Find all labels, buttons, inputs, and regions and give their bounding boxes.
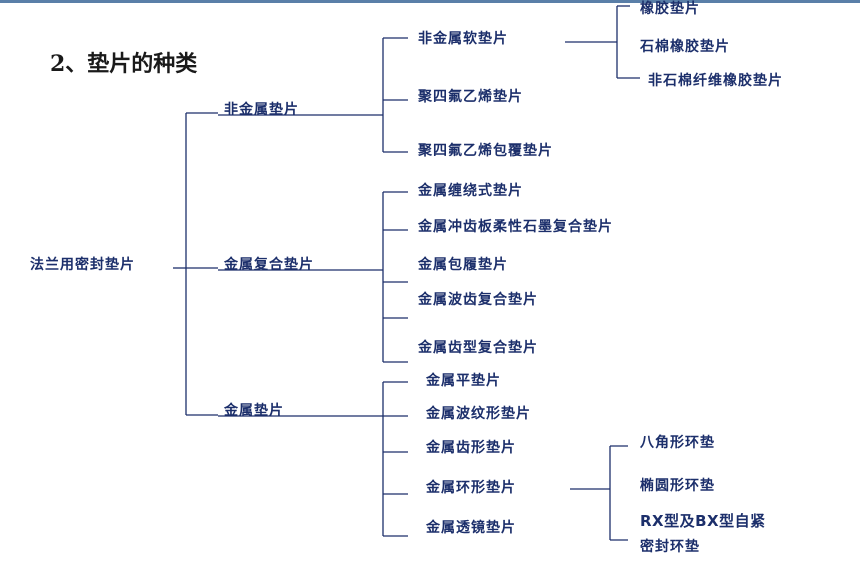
oval-ring-node: 椭圆形环垫 <box>640 478 715 494</box>
metal-corrugated-gasket-node: 金属波纹形垫片 <box>426 406 531 422</box>
metal-flat-gasket-node: 金属平垫片 <box>426 373 501 389</box>
metal-composite-gasket-node: 金属复合垫片 <box>224 257 314 273</box>
octagonal-ring-node: 八角形环垫 <box>640 435 715 451</box>
nonmetal-soft-gasket-node: 非金属软垫片 <box>418 31 508 47</box>
page-title: 2、垫片的种类 <box>50 51 198 77</box>
top-border-line <box>0 0 860 3</box>
metal-serrated-gasket-node: 金属齿形垫片 <box>426 440 516 456</box>
metal-ring-gasket-node: 金属环形垫片 <box>426 480 516 496</box>
root-node: 法兰用密封垫片 <box>30 257 135 273</box>
nonmetal-gasket-node: 非金属垫片 <box>224 102 299 118</box>
asbestos-rubber-gasket-node: 石棉橡胶垫片 <box>640 39 730 55</box>
ptfe-coated-gasket-node: 聚四氟乙烯包覆垫片 <box>418 143 553 159</box>
metal-lens-gasket-node: 金属透镜垫片 <box>426 520 516 536</box>
corrugated-composite-gasket-node: 金属波齿复合垫片 <box>418 292 538 308</box>
ptfe-gasket-node: 聚四氟乙烯垫片 <box>418 89 523 105</box>
metal-gasket-node: 金属垫片 <box>224 403 284 419</box>
spiral-wound-gasket-node: 金属缠绕式垫片 <box>418 183 523 199</box>
metal-jacketed-gasket-node: 金属包履垫片 <box>418 257 508 273</box>
rx-bx-ring-node-line2: 密封环垫 <box>640 539 700 555</box>
rubber-gasket-node: 橡胶垫片 <box>640 1 700 17</box>
kammprofile-gasket-node: 金属齿型复合垫片 <box>418 340 538 356</box>
tanged-graphite-gasket-node: 金属冲齿板柔性石墨复合垫片 <box>418 219 613 235</box>
non-asbestos-fiber-rubber-gasket-node: 非石棉纤维橡胶垫片 <box>648 73 783 89</box>
rx-bx-ring-node-line1: RX型及BX型自紧 <box>640 512 766 530</box>
